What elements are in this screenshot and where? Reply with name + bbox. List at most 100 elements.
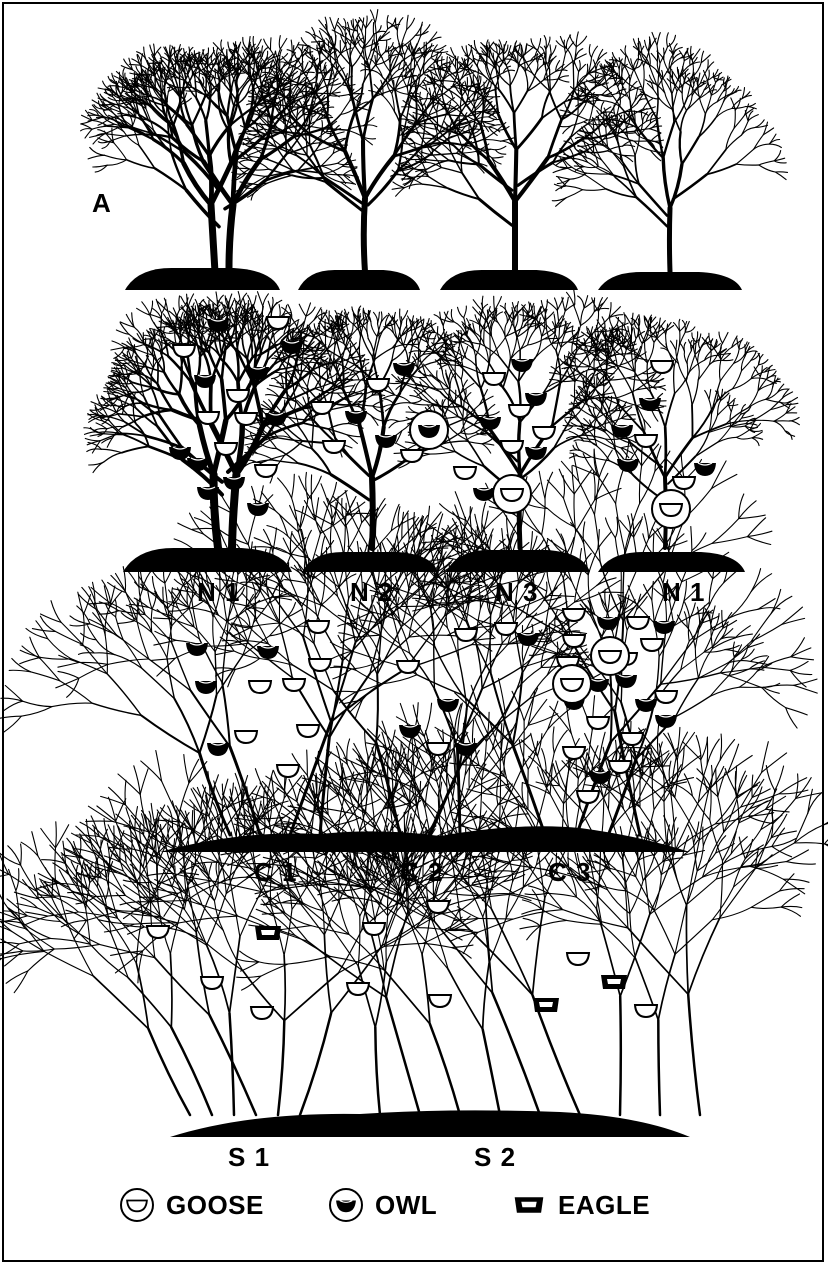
branch xyxy=(718,405,728,415)
branch xyxy=(578,296,584,308)
branch xyxy=(338,317,339,329)
branch xyxy=(372,427,384,478)
branch xyxy=(645,40,649,50)
branch xyxy=(378,312,380,324)
branch xyxy=(437,327,439,340)
branch xyxy=(237,353,239,383)
branch xyxy=(424,42,425,55)
branch xyxy=(552,198,566,201)
branch xyxy=(669,208,670,272)
branch xyxy=(407,444,418,449)
branch xyxy=(104,453,122,462)
branch xyxy=(362,31,365,48)
branch xyxy=(495,150,505,154)
branch xyxy=(352,67,353,99)
branch xyxy=(190,513,204,534)
branch xyxy=(179,296,180,310)
branch xyxy=(150,301,153,315)
branch xyxy=(652,411,658,422)
branch xyxy=(650,126,662,129)
branch xyxy=(680,132,682,164)
branch xyxy=(583,189,606,190)
branch xyxy=(692,380,698,405)
branch xyxy=(664,48,665,60)
branch xyxy=(80,645,94,653)
branch xyxy=(574,290,575,306)
branch xyxy=(421,57,432,71)
branch xyxy=(684,342,686,351)
branch xyxy=(400,309,401,322)
branch xyxy=(726,135,742,150)
branch xyxy=(679,364,687,382)
branch xyxy=(663,158,670,208)
branch xyxy=(587,173,610,174)
branch xyxy=(217,655,243,695)
branch xyxy=(348,380,366,382)
branch xyxy=(79,653,95,655)
branch xyxy=(365,28,366,44)
branch xyxy=(162,78,163,93)
branch xyxy=(253,37,255,50)
branch xyxy=(752,432,763,438)
branch xyxy=(3,716,21,733)
branch xyxy=(264,529,273,552)
branch xyxy=(458,307,464,317)
branch xyxy=(657,87,658,118)
branch xyxy=(584,126,591,136)
branch xyxy=(667,33,669,47)
branch xyxy=(620,350,626,365)
branch xyxy=(406,319,407,331)
branch xyxy=(280,54,288,61)
branch xyxy=(270,38,271,50)
branch xyxy=(96,423,107,429)
branch xyxy=(752,438,759,446)
branch xyxy=(759,161,774,165)
branch xyxy=(595,71,596,86)
branch xyxy=(687,351,691,364)
branch xyxy=(559,79,569,82)
branch xyxy=(585,175,606,189)
branch xyxy=(249,97,260,98)
branch xyxy=(158,384,173,410)
branch xyxy=(665,427,666,477)
branch xyxy=(58,663,79,668)
branch xyxy=(581,312,595,326)
branch xyxy=(426,393,438,405)
branch xyxy=(263,294,269,306)
branch xyxy=(676,340,677,350)
branch xyxy=(682,81,684,93)
branch xyxy=(562,297,565,311)
branch xyxy=(290,532,292,555)
branch xyxy=(719,332,723,343)
branch xyxy=(541,301,545,312)
branch xyxy=(643,107,655,109)
branch xyxy=(657,33,660,46)
branch xyxy=(737,429,751,437)
branch xyxy=(466,335,476,356)
branch xyxy=(750,429,762,431)
branch xyxy=(708,70,710,81)
branch xyxy=(456,342,460,358)
branch xyxy=(258,292,263,307)
branch xyxy=(576,32,578,47)
branch xyxy=(148,592,152,609)
branch xyxy=(368,339,374,360)
branch xyxy=(759,165,775,172)
branch xyxy=(695,442,718,456)
branch xyxy=(312,425,314,449)
branch xyxy=(283,538,292,557)
branch xyxy=(23,701,52,706)
branch xyxy=(55,631,82,644)
branch xyxy=(395,90,408,95)
branch xyxy=(525,72,527,92)
branch xyxy=(550,70,551,91)
branch xyxy=(544,79,559,80)
branch xyxy=(345,503,346,526)
branch xyxy=(628,378,646,381)
branch xyxy=(495,146,506,150)
branch xyxy=(670,164,682,208)
branch xyxy=(643,66,644,90)
branch xyxy=(581,308,584,326)
branch xyxy=(312,41,324,42)
branch xyxy=(421,25,430,36)
